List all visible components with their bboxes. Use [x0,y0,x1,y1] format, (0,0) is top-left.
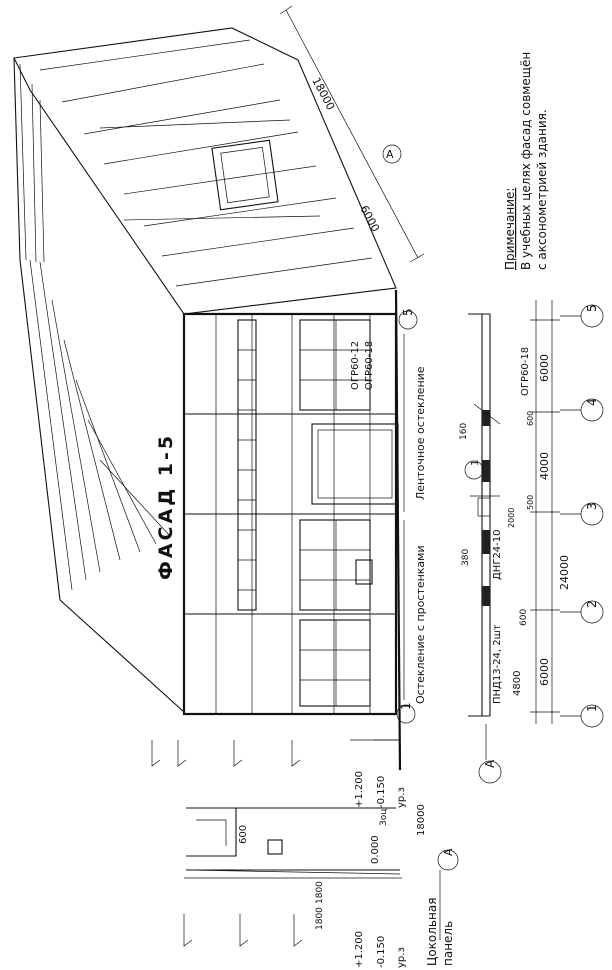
plan-dim-6000-b: 6000 [538,354,551,382]
plan-dim-600-a: 600 [519,609,529,626]
plan-dim-ogr: ОГР60-18 [520,347,531,396]
section-zero: 0.000 [370,835,381,864]
plan-dim-380: 380 [461,549,471,566]
main-elevation-marks: +1.200 -0.150 ур.з [151,739,407,808]
ribbon-glazing-label: Ленточное остекление [414,366,427,500]
plan-axis-3: 3 [585,502,599,510]
plan-axis-a: А [483,759,497,768]
plan-axis-2: 2 [585,600,599,608]
section-dim-18000: 18000 [416,804,427,836]
window-label-bottom: ОГР60-18 [364,341,375,390]
section-elev-mid: -0.150 [376,936,387,968]
section-zone: 3оц [379,809,389,826]
facade-axis-5: 5 [401,308,415,316]
section-dim-1800-a: 1800 [315,907,325,930]
plan-dim-500: 500 [526,495,535,510]
iso-dim-long: 18000 [309,75,337,112]
plan-dim-dng: ДНГ24-10 [492,530,503,581]
note-line-2: с аксонометрией здания. [535,109,549,270]
plan-axis-4: 4 [585,398,599,406]
plan-dim-4800: 4800 [512,671,523,696]
iso-axis-a: А [386,148,394,161]
section-elev-ground: ур.з [396,947,407,968]
window-label-top: ОГР60-12 [350,341,361,390]
facade-title: ФАСАД 1-5 [155,433,177,580]
plan-dim-pnd: ПНД13-24, 2шт [492,624,503,704]
plan-dim-160: 160 [459,423,469,440]
main-elev-mid: -0.150 [376,776,387,808]
plan-dim-2000: 2000 [507,508,516,528]
isometric-building: 18000 6000 А [13,5,425,713]
glazing-with-piers-label: Остекление с простенками [414,545,427,704]
plan-dim-4000: 4000 [538,452,551,480]
facade-axis-1: 1 [399,702,413,710]
front-facade: ОГР60-12 ОГР60-18 5 1 Ленточное остеклен… [155,289,427,771]
plan-dim-600-b: 600 [526,411,535,426]
section-label-1: Цокольная [425,898,439,966]
plan-wall-mark: 1 [470,460,481,466]
main-elev-top: +1.200 [354,771,365,808]
main-elev-ground: ур.з [396,787,407,808]
section-label-2: панель [441,921,455,966]
note-block: Примечание: В учебных целях фасад совмещ… [503,52,549,270]
section-axis-a: А [442,848,455,856]
plan-axis-1: 1 [585,704,599,712]
iso-dim-short: 6000 [357,203,382,234]
section-dim-1800-b: 1800 [315,881,325,904]
plan-dim-24000: 24000 [558,555,571,590]
plan-dim-6000-a: 6000 [538,658,551,686]
note-heading: Примечание: [503,188,517,270]
note-line-1: В учебных целях фасад совмещён [519,52,533,270]
section-dim-600: 600 [238,825,249,844]
wall-section: 600 0.000 3оц 18000 А 1800 1800 +1.200 -… [183,804,459,968]
section-elev-top: +1.200 [354,931,365,968]
plan-axis-5: 5 [585,304,599,312]
floor-plan: 5 4 3 2 1 А 1 6000 ОГР60-18 600 160 4000… [459,300,604,784]
